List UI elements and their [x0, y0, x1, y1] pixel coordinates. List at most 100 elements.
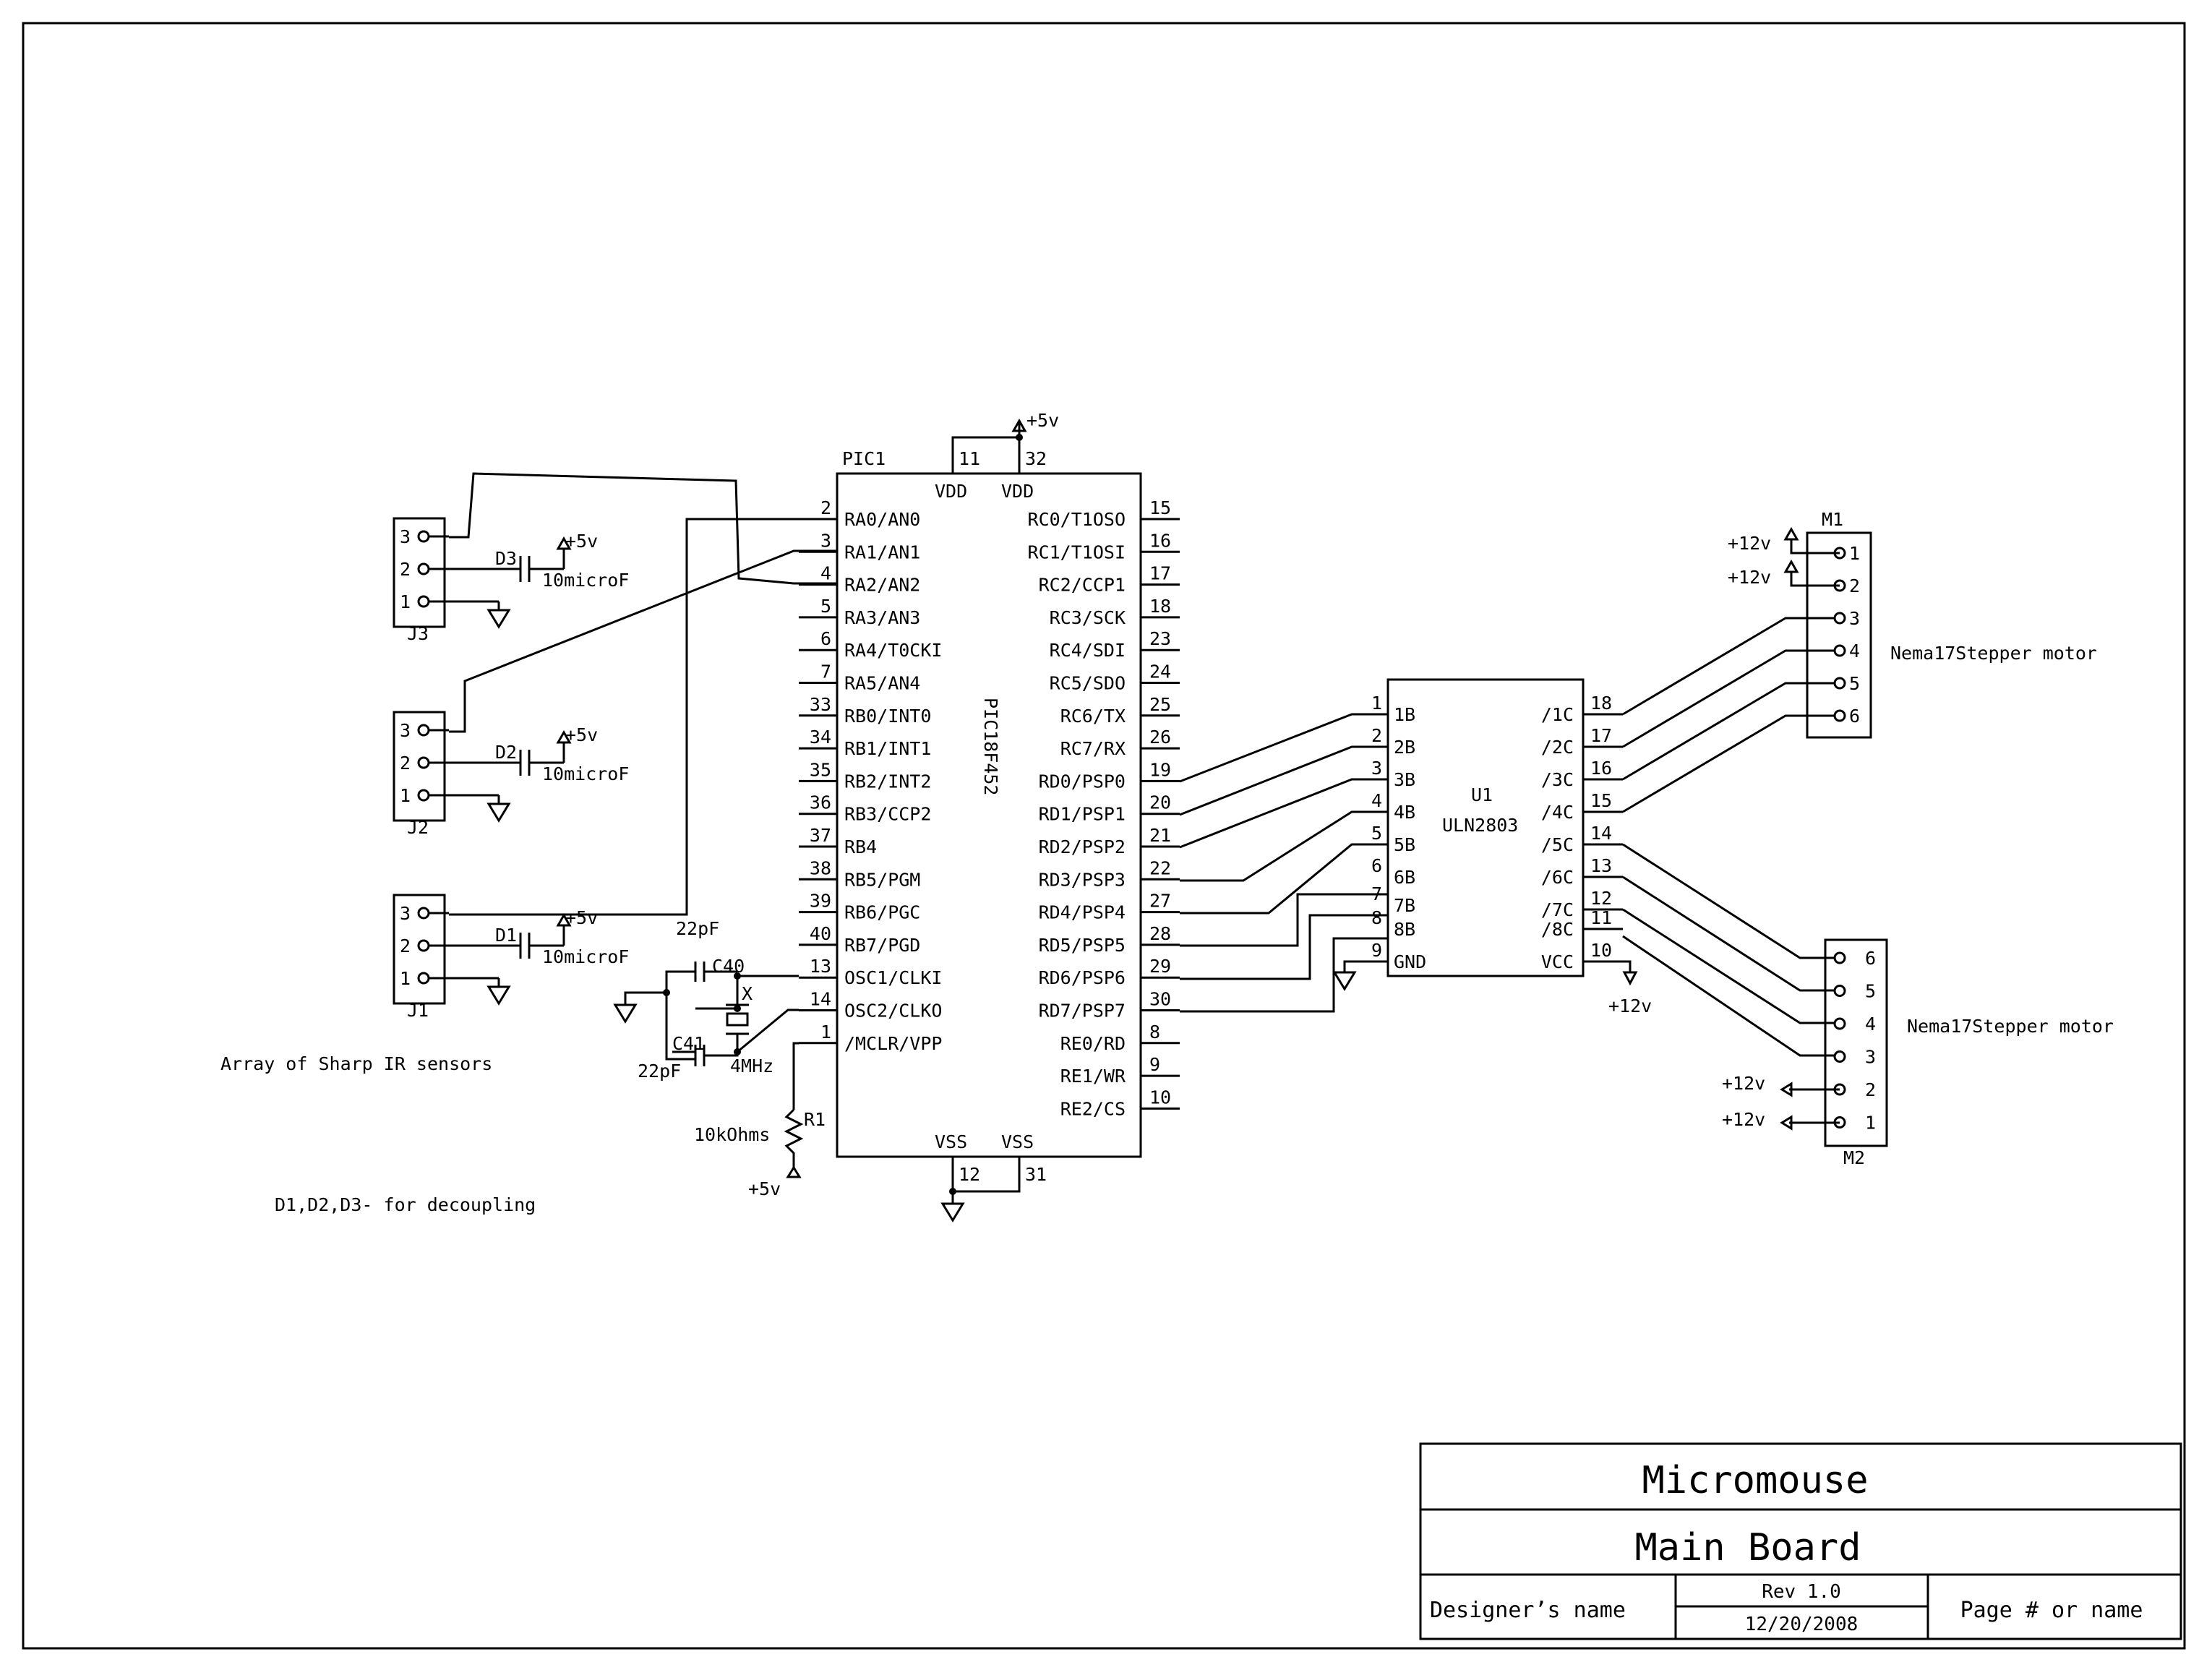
pic-pin-number: 9: [1149, 1054, 1160, 1075]
uln-pin-number: 8: [1371, 907, 1382, 928]
pic-top-pin-11: 11: [959, 448, 980, 469]
uln-pin-number: 6: [1371, 855, 1382, 876]
uln-chip: U1 ULN2803 11B22B33B44B55B66B77B88B9GND …: [1371, 678, 1623, 977]
m1-pin2-power-label: +12v: [1728, 567, 1771, 588]
pic-pin-name: RA2/AN2: [844, 575, 920, 596]
oscillator-circuit: C40 22pF X 4MHz C41 22pF: [613, 918, 799, 1082]
pic-pin-name: RD0/PSP0: [1039, 771, 1126, 792]
sensor-connector-body: [393, 894, 446, 1005]
pic-pin-name: RD1/PSP1: [1039, 804, 1126, 825]
pic-right-pins: 15RC0/T1OSO16RC1/T1OSI17RC2/CCP118RC3/SC…: [1028, 497, 1180, 1119]
pic-pin-number: 20: [1149, 792, 1171, 813]
rd-to-uln-wires: [1179, 713, 1388, 1013]
connector-pin: [417, 907, 430, 920]
sheet-border: [22, 22, 2186, 1650]
sensor-power-label: +5v: [565, 531, 598, 552]
uln-pin-number: 15: [1590, 790, 1612, 811]
r1-power-label: +5v: [748, 1178, 781, 1199]
pic-left-pins: 2RA0/AN03RA1/AN14RA2/AN25RA3/AN36RA4/T0C…: [799, 497, 942, 1054]
pic-pin-name: RA5/AN4: [844, 673, 920, 694]
title-block-date: 12/20/2008: [1745, 1614, 1859, 1635]
sensor-pin-number: 2: [400, 559, 411, 580]
uln-pin-name: 1B: [1394, 704, 1415, 725]
decoupling-cap-value: 10microF: [542, 570, 629, 591]
uln-pin-name: 8B: [1394, 919, 1415, 940]
pic-pin-name: RB4: [844, 836, 877, 857]
pic-pin-number: 26: [1149, 727, 1171, 748]
uln-pin-number: 1: [1371, 693, 1382, 714]
uln-pin-number: 16: [1590, 758, 1612, 779]
m1-pin-number: 2: [1849, 575, 1860, 596]
uln-pin-name: /2C: [1541, 737, 1574, 758]
pic-vss-label-1: VSS: [935, 1131, 967, 1152]
uln-pin-name: 6B: [1394, 867, 1415, 888]
pic-pin-name: RB2/INT2: [844, 771, 931, 792]
pic-pin-name: RA4/T0CKI: [844, 640, 942, 661]
uln-gnd-ground: [1332, 960, 1388, 991]
vdd-power-symbol: +5v: [1011, 410, 1059, 432]
pic-pin-name: RD6/PSP6: [1039, 967, 1126, 988]
pic-pin-number: 39: [810, 891, 831, 912]
title-block: Micromouse Main Board Designer’s name Re…: [1419, 1442, 2182, 1640]
uln-pin-number: 5: [1371, 823, 1382, 844]
pic-pin-name: RC2/CCP1: [1039, 575, 1126, 596]
connector-pin: [417, 939, 430, 952]
c40-ref: C40: [712, 956, 745, 977]
uln-pin-name: /4C: [1541, 802, 1574, 823]
pic-vss-label-2: VSS: [1001, 1131, 1034, 1152]
m1-pin-number: 4: [1849, 641, 1860, 661]
m2-pin2-power-label: +12v: [1722, 1073, 1765, 1094]
pic-pin-number: 36: [810, 792, 831, 813]
power-arrow: [556, 729, 572, 744]
uln-pin-number: 9: [1371, 940, 1382, 961]
sensor-power-label: +5v: [565, 907, 598, 928]
connector-pin: [1833, 1050, 1846, 1063]
pic-vdd-label-2: VDD: [1001, 481, 1034, 502]
decoupling-cap-ref: D1: [495, 925, 517, 946]
pic-pin-number: 37: [810, 825, 831, 846]
title-block-border: [1419, 1442, 2182, 1640]
pic-pin-number: 25: [1149, 694, 1171, 715]
pic-pin-name: RB1/INT1: [844, 738, 931, 759]
pic-pin-name: RB3/CCP2: [844, 804, 931, 825]
uln-pin-number: 14: [1590, 823, 1612, 844]
connector-pin: [1833, 677, 1846, 690]
uln-pin-name: /6C: [1541, 867, 1574, 888]
pic-pin-number: 21: [1149, 825, 1171, 846]
sensor-connector-body: [393, 517, 446, 628]
m1-body: [1806, 531, 1872, 739]
pic-pin-number: 14: [810, 989, 831, 1010]
connector-pin: [1833, 951, 1846, 964]
uln-pin-name: 5B: [1394, 834, 1415, 855]
pic-pin-name: RC6/TX: [1060, 706, 1126, 727]
connector-pin: [417, 562, 430, 575]
uln-pin-number: 10: [1590, 940, 1612, 961]
sensor-ref: J3: [407, 623, 429, 644]
sensor-signal-wires: [449, 472, 837, 916]
c41-ref: C41: [672, 1033, 705, 1054]
connector-pin: [417, 972, 430, 985]
pic-vdd-label-1: VDD: [935, 481, 967, 502]
pic-pin-name: RD5/PSP5: [1039, 935, 1126, 956]
ground-icon: [486, 802, 511, 823]
title-block-rev: Rev 1.0: [1762, 1581, 1841, 1603]
uln-pin-name: /1C: [1541, 704, 1574, 725]
r1-value: 10kOhms: [694, 1124, 770, 1145]
m1-pin-number: 6: [1849, 706, 1860, 727]
uln-pin-name: VCC: [1541, 951, 1574, 972]
pic-pin-name: RB5/PGM: [844, 869, 920, 890]
pic-pin-number: 18: [1149, 596, 1171, 617]
uln-pin-number: 12: [1590, 888, 1612, 909]
sensor-ref: J2: [407, 817, 429, 838]
pic-pin-name: RB7/PGD: [844, 935, 920, 956]
sensor-pin-number: 3: [400, 903, 411, 924]
title-block-designer: Designer’s name: [1430, 1598, 1626, 1623]
uln-vcc-power: +12v: [1583, 960, 1652, 1016]
uln-body: [1386, 678, 1585, 977]
uln-ref: U1: [1471, 784, 1493, 805]
